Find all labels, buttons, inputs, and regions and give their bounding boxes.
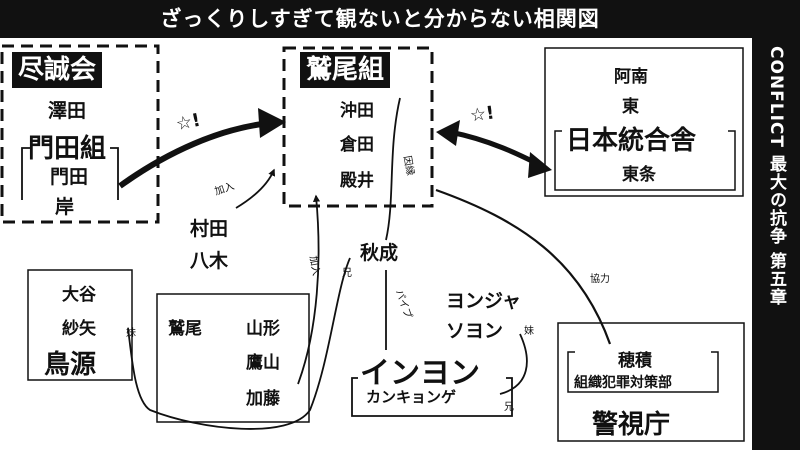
washio-member-tonoi: 殿井: [340, 171, 374, 191]
thick-arrowhead: [258, 108, 286, 138]
side-bar: CONFLICT 最大の抗争 第五章: [752, 38, 800, 450]
series-label: CONFLICT 最大の抗争 第五章: [766, 46, 786, 306]
kadota-gumi-label: 門田組: [28, 134, 107, 164]
torigen-member-otani: 大谷: [62, 285, 96, 305]
arrow-kato-washio: [297, 194, 321, 385]
group2-member-kato: 加藤: [246, 389, 280, 409]
nihon-label: 日本統合舎: [566, 126, 697, 156]
double-arrowhead-right: [528, 152, 552, 178]
edge-label-innen: 因縁: [400, 155, 416, 177]
edge-label-imouto-saya: 妹: [126, 328, 136, 339]
double-arrowhead-left: [436, 120, 460, 146]
edge-label-bang-right: ☆!: [468, 102, 496, 127]
group2-member-takayama: 鷹山: [246, 353, 280, 373]
member-yonja: ヨンジャ: [446, 290, 522, 312]
washio-member-okita: 沖田: [340, 101, 374, 121]
kadota-member-kadota: 門田: [50, 166, 89, 188]
washio-member-kurata: 倉田: [340, 135, 374, 155]
diagram-title: ざっくりしすぎて観ないと分からない相関図: [160, 7, 600, 31]
edge-label-ani-akinari: 兄: [342, 268, 352, 279]
group2-box: [156, 293, 310, 423]
jinseikai-label: 尽誠会: [12, 52, 103, 88]
group2-member-washio: 鷲尾: [168, 319, 202, 339]
edge-label-kyoryoku: 協力: [590, 274, 610, 285]
kadota-bracket: [21, 147, 119, 200]
police-box: [557, 322, 745, 442]
nihon-box: [544, 47, 744, 197]
nihon-member-anan: 阿南: [614, 67, 648, 87]
nihon-member-azuma: 東: [622, 97, 639, 117]
arrow-murata-washio: [235, 168, 276, 209]
member-akinari: 秋成: [360, 242, 399, 264]
title-bar: ざっくりしすぎて観ないと分からない相関図: [0, 0, 800, 38]
inyon-bracket: [351, 377, 513, 417]
double-arrow-washio-nihon: [449, 129, 542, 168]
washio-box: [282, 46, 434, 208]
line-innen: [385, 97, 401, 241]
torigen-box: [27, 269, 133, 381]
member-yagi: 八木: [190, 250, 229, 272]
line-soyon-kang: [499, 333, 528, 395]
edge-label-kanyu-kato: 加入: [306, 255, 322, 277]
nihon-leader-tojo: 東条: [622, 165, 656, 185]
member-kangkyonge: カンキョンゲ: [366, 388, 457, 406]
edge-label-imouto-soyon: 妹: [524, 326, 534, 337]
thick-arrow-jinseikai-washio: [118, 121, 263, 189]
police-label: 警視庁: [592, 410, 671, 440]
edge-label-ani-kang: 兄: [504, 402, 514, 413]
jinseikai-box: [0, 44, 160, 224]
police-unit: 組織犯罪対策部: [574, 375, 672, 391]
police-bracket: [567, 351, 719, 393]
torigen-member-saya: 紗矢: [62, 319, 96, 339]
line-ani-akinari: [127, 257, 351, 430]
member-soyon: ソヨン: [446, 320, 504, 342]
inyon-label: インヨン: [360, 356, 480, 391]
police-member-hozumi: 穂積: [618, 351, 652, 371]
group2-member-yamagata: 山形: [246, 319, 280, 339]
line-kyoryoku: [435, 188, 612, 345]
torigen-label: 鳥源: [44, 350, 97, 380]
nihon-bracket: [554, 130, 736, 191]
member-murata: 村田: [190, 218, 229, 240]
washio-label: 鷲尾組: [300, 52, 391, 88]
kadota-member-kishi: 岸: [55, 196, 75, 218]
jinseikai-member-sawada: 澤田: [48, 100, 87, 122]
